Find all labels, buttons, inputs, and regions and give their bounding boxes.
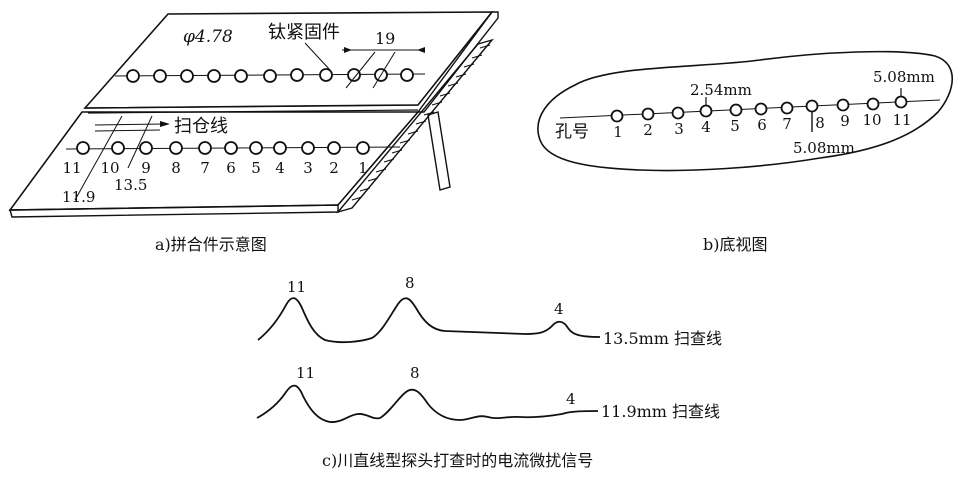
panel-a-assembly — [8, 11, 499, 218]
caption-b: b)底视图 — [703, 235, 768, 254]
hole-number-label: 孔号 — [555, 122, 589, 142]
peak-4-bottom-label: 4 — [566, 390, 576, 408]
b-nums-label: 11 — [892, 111, 911, 129]
b-nums-label: 2 — [643, 121, 653, 139]
signal-trace-11-9 — [256, 384, 599, 423]
b-nums-label: 5 — [730, 117, 740, 135]
peak-11-top-label: 11 — [287, 278, 306, 296]
caption-a: a)拼合件示意图 — [155, 235, 267, 254]
a-nums-label: 6 — [226, 159, 236, 177]
a-nums-label: 7 — [200, 159, 210, 177]
upper-hole-row — [126, 68, 414, 83]
offset-13-5-label: 13.5 — [114, 176, 147, 194]
a-nums-label: 9 — [141, 159, 151, 177]
b-nums-label: 4 — [701, 118, 711, 136]
offset-11-9-label: 11.9 — [62, 188, 95, 206]
peak-4-top-label: 4 — [554, 300, 564, 318]
signal-trace-13-5 — [257, 297, 601, 344]
phi-label: φ4.78 — [183, 27, 233, 47]
hatched-strip — [336, 38, 494, 214]
spacing-label: 19 — [375, 29, 395, 48]
peak-11-bottom-label: 11 — [296, 364, 315, 382]
a-nums-label: 5 — [251, 159, 261, 177]
a-nums-label: 2 — [329, 159, 339, 177]
support-leg — [427, 111, 451, 191]
scan-11-9-label: 11.9mm 扫查线 — [601, 402, 720, 421]
peak-8-top-label: 8 — [405, 274, 415, 292]
peak-8-bottom-label: 8 — [410, 364, 420, 382]
a-nums-label: 4 — [275, 159, 285, 177]
dim-2-54-label: 2.54mm — [690, 81, 752, 99]
b-nums-label: 10 — [862, 111, 881, 129]
b-nums-label: 6 — [757, 116, 767, 134]
a-nums-label: 11 — [62, 159, 81, 177]
a-nums-label: 10 — [100, 159, 119, 177]
a-nums-label: 8 — [171, 159, 181, 177]
a-nums-label: 1 — [358, 159, 368, 177]
bottom-view-outline — [537, 50, 953, 172]
b-nums-label: 8 — [815, 114, 825, 132]
scan-line-label: 扫仓线 — [174, 116, 228, 137]
b-nums-label: 9 — [840, 112, 850, 130]
dim-5-08-bottom-label: 5.08mm — [793, 139, 855, 157]
caption-c: c)川直线型探头打查时的电流微扰信号 — [322, 451, 593, 470]
fastener-label: 钛紧固件 — [268, 22, 340, 43]
b-nums-label: 1 — [613, 123, 623, 141]
a-nums-label: 3 — [303, 159, 313, 177]
scan-13-5-label: 13.5mm 扫查线 — [603, 329, 722, 348]
dim-5-08-top-label: 5.08mm — [873, 68, 935, 86]
b-nums-label: 7 — [782, 115, 792, 133]
b-nums-label: 3 — [674, 120, 684, 138]
lower-hole-row — [76, 141, 370, 155]
